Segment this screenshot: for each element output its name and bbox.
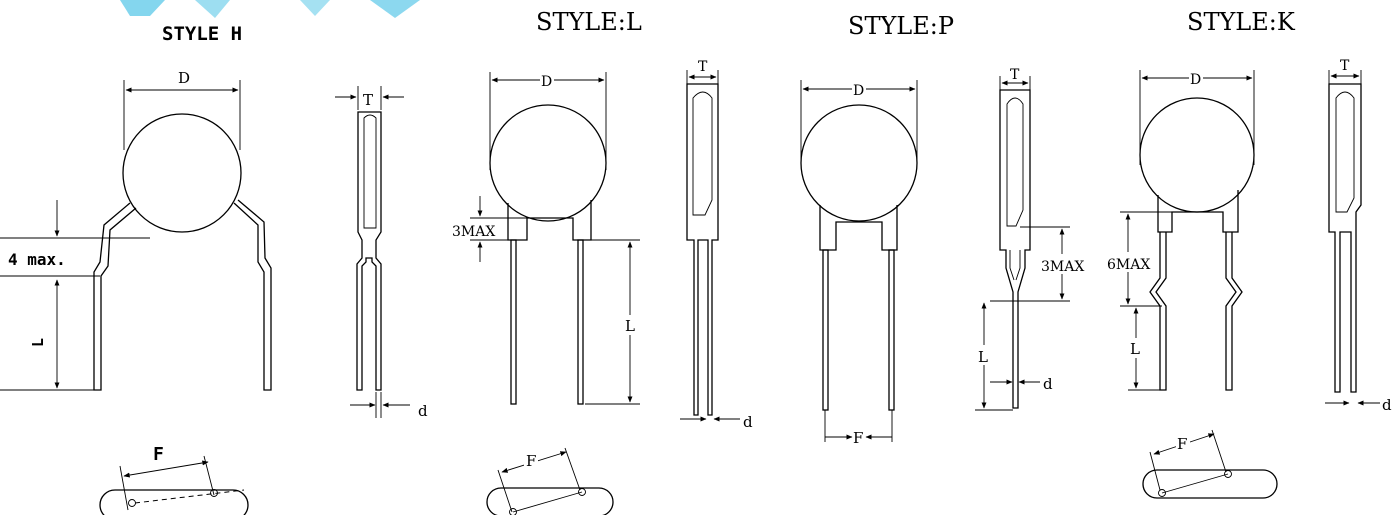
style-l-f-ext-right xyxy=(564,447,581,491)
style-k-f-ext-right xyxy=(1211,429,1227,473)
style-h-title: STYLE H xyxy=(162,23,242,45)
style-p-seat xyxy=(819,205,898,251)
style-k-f-bg xyxy=(1176,434,1190,452)
style-p-d-bg xyxy=(852,80,866,98)
style-h-disc xyxy=(122,113,242,233)
style-l-side-body xyxy=(686,83,719,416)
style-k-d-label: D xyxy=(1190,72,1201,88)
style-k-disc xyxy=(1139,97,1255,213)
style-k-side-body xyxy=(1328,83,1362,393)
style-k-lead-right xyxy=(1225,232,1243,391)
style-l-lead-hole-right xyxy=(578,488,586,496)
style-k-seat xyxy=(1157,190,1239,233)
style-h-side-inner xyxy=(363,114,377,229)
style-p-lead-right xyxy=(888,249,895,411)
style-p-3max-label: 3MAX xyxy=(1041,259,1084,275)
style-l-lead-hole-left xyxy=(509,508,517,515)
style-l-small-d-label: d xyxy=(743,413,753,431)
style-l-f-label: F xyxy=(526,452,536,470)
style-k-f-label: F xyxy=(1177,435,1187,453)
style-l-f-bg xyxy=(524,450,538,468)
style-l-l-bg xyxy=(624,315,638,335)
style-l-disc xyxy=(489,104,607,222)
style-p-kink xyxy=(1009,250,1021,281)
style-h-side-body xyxy=(356,111,382,391)
style-p-3max-bg xyxy=(1040,254,1090,274)
style-l-3max-label: 3MAX xyxy=(452,224,495,240)
style-h-l-label: L xyxy=(29,338,47,347)
style-h-f-dim xyxy=(123,460,209,478)
style-h-d-label: D xyxy=(178,69,190,87)
style-l-t-label: T xyxy=(698,59,708,75)
style-p-title: STYLE:P xyxy=(848,12,954,40)
style-h-lead-left xyxy=(93,202,137,391)
style-p-lead-left xyxy=(822,249,829,411)
style-h-bottom-body xyxy=(99,489,249,515)
style-l-seat xyxy=(507,200,592,241)
style-h-f-ext-right xyxy=(203,455,215,496)
style-k-d-bg xyxy=(1189,70,1203,86)
style-k-small-d-label: d xyxy=(1382,396,1392,414)
watermark-logo xyxy=(120,0,420,18)
style-h-f-label: F xyxy=(153,444,164,465)
style-p-side-body xyxy=(999,89,1031,409)
style-l-lead-right xyxy=(577,239,584,405)
style-k-lead-hole-left xyxy=(1158,489,1166,497)
style-k-f-ext-left xyxy=(1149,451,1161,491)
style-p-f-label: F xyxy=(853,429,863,447)
style-l-side-inner xyxy=(692,91,713,216)
style-k-6max-bg xyxy=(1106,252,1148,272)
style-l-bottom-body xyxy=(486,487,614,515)
style-h-group: STYLE H D 4 max. L T d xyxy=(0,23,428,515)
style-l-d-label: D xyxy=(541,74,552,90)
style-p-l-bg xyxy=(977,345,991,365)
style-h-small-d-label: d xyxy=(418,402,428,420)
style-k-lead-left xyxy=(1149,232,1167,391)
style-l-lead-left xyxy=(510,239,517,405)
style-k-l-label: L xyxy=(1130,340,1140,358)
style-p-side-inner xyxy=(1006,97,1024,227)
style-h-lead-right xyxy=(233,199,272,391)
style-h-4max-label: 4 max. xyxy=(8,250,66,269)
style-k-t-label: T xyxy=(1340,58,1350,74)
style-l-group: STYLE:L D 3MAX L T d xyxy=(452,8,753,515)
style-p-d-label: D xyxy=(853,83,864,99)
style-k-bottom-body xyxy=(1142,469,1278,499)
style-l-l-label: L xyxy=(625,317,635,335)
style-l-f-center-line xyxy=(512,491,583,513)
style-h-f-ext-left xyxy=(119,465,129,511)
style-p-l-label: L xyxy=(978,348,988,366)
style-h-lead-hole-left xyxy=(128,499,136,507)
style-k-lead-hole-right xyxy=(1224,470,1232,478)
style-l-title: STYLE:L xyxy=(536,8,642,36)
style-p-disc xyxy=(800,104,918,222)
style-l-f-ext-left xyxy=(497,469,513,513)
style-p-group: STYLE:P D F T 3MAX L d xyxy=(800,12,1090,447)
style-p-small-d-label: d xyxy=(1043,375,1053,393)
style-k-f-center-line xyxy=(1161,473,1229,494)
style-h-f-center-line xyxy=(134,489,245,504)
style-k-6max-label: 6MAX xyxy=(1107,257,1150,273)
style-k-l-bg xyxy=(1129,338,1143,358)
style-p-t-label: T xyxy=(1010,67,1020,83)
style-h-t-label: T xyxy=(363,91,373,109)
style-k-group: STYLE:K D 6MAX L T d xyxy=(1106,8,1392,499)
style-k-title: STYLE:K xyxy=(1187,8,1296,36)
style-l-d-bg xyxy=(540,72,554,88)
style-k-side-inner xyxy=(1335,91,1355,213)
